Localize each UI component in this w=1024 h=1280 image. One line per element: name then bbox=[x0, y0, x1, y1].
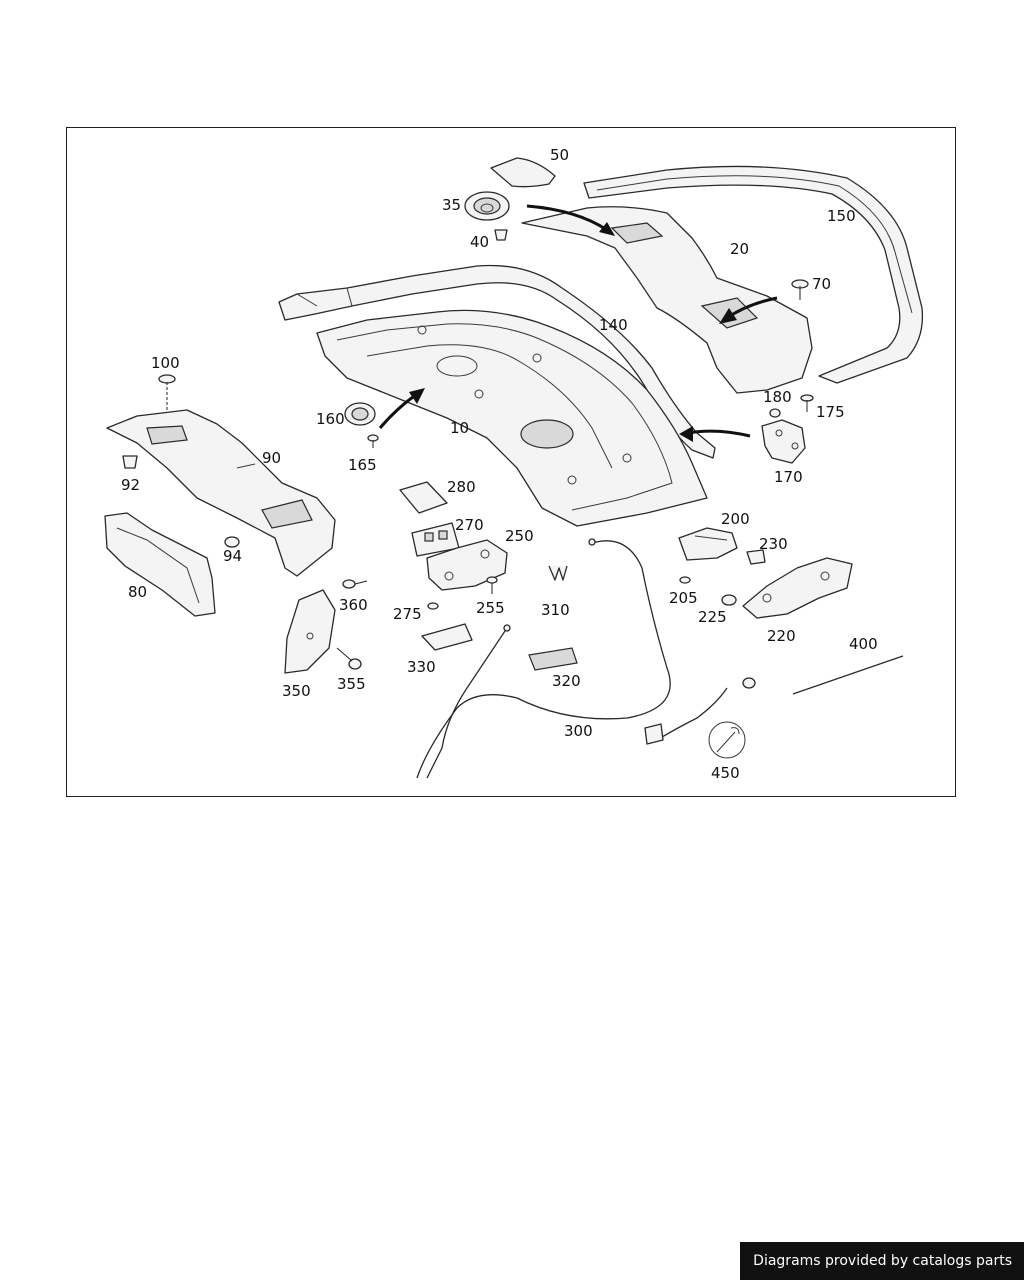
part-180-clip bbox=[769, 408, 781, 418]
part-92-clip bbox=[122, 455, 138, 469]
part-400-rod bbox=[792, 655, 904, 695]
part-170-hinge bbox=[761, 419, 806, 464]
part-280-pad bbox=[399, 481, 448, 514]
part-250-lock bbox=[426, 539, 508, 591]
callout-250: 250 bbox=[505, 527, 534, 545]
callout-150: 150 bbox=[827, 207, 856, 225]
callout-450: 450 bbox=[711, 764, 740, 782]
callout-140: 140 bbox=[599, 316, 628, 334]
callout-330: 330 bbox=[407, 658, 436, 676]
callout-70: 70 bbox=[812, 275, 831, 293]
callout-270: 270 bbox=[455, 516, 484, 534]
callout-175: 175 bbox=[816, 403, 845, 421]
callout-94: 94 bbox=[223, 547, 242, 565]
callout-200: 200 bbox=[721, 510, 750, 528]
part-275-screw bbox=[427, 602, 439, 610]
part-35-speaker bbox=[464, 191, 510, 221]
part-220-latch bbox=[742, 557, 853, 619]
part-350-bracket bbox=[284, 589, 336, 674]
callout-35: 35 bbox=[442, 196, 461, 214]
part-355-bolt bbox=[336, 647, 362, 670]
parts-diagram: 50 35 150 40 20 70 140 100 160 180 175 1… bbox=[104, 146, 924, 782]
callout-400: 400 bbox=[849, 635, 878, 653]
install-arrows bbox=[378, 204, 778, 442]
part-330-bracket bbox=[421, 623, 473, 651]
part-225-grommet bbox=[721, 594, 737, 606]
callout-180: 180 bbox=[763, 388, 792, 406]
credit-text: Diagrams provided by catalogs parts bbox=[753, 1253, 1012, 1269]
part-20-trim-panel bbox=[521, 206, 813, 394]
credit-banner: Diagrams provided by catalogs parts bbox=[740, 1242, 1024, 1280]
callout-320: 320 bbox=[552, 672, 581, 690]
part-90-side-trim bbox=[106, 409, 336, 577]
callout-225: 225 bbox=[698, 608, 727, 626]
callout-350: 350 bbox=[282, 682, 311, 700]
part-165-screw bbox=[367, 434, 379, 448]
part-140-moulding bbox=[278, 264, 716, 459]
callout-20: 20 bbox=[730, 240, 749, 258]
callout-355: 355 bbox=[337, 675, 366, 693]
part-160-grommet bbox=[344, 402, 376, 426]
part-205-screw bbox=[679, 576, 691, 584]
part-230-switch bbox=[746, 549, 766, 565]
part-300-cable bbox=[416, 538, 671, 779]
part-150-weatherstrip bbox=[583, 165, 924, 384]
callout-255: 255 bbox=[476, 599, 505, 617]
callout-100: 100 bbox=[151, 354, 180, 372]
part-100-bolt bbox=[158, 374, 176, 428]
part-70-screw bbox=[791, 279, 809, 300]
callout-160: 160 bbox=[316, 410, 345, 428]
part-10-lid bbox=[316, 309, 708, 527]
callout-360: 360 bbox=[339, 596, 368, 614]
callout-230: 230 bbox=[759, 535, 788, 553]
part-360-screw bbox=[342, 579, 368, 589]
part-255-screw bbox=[486, 576, 498, 594]
callout-80: 80 bbox=[128, 583, 147, 601]
part-94-clip bbox=[224, 536, 240, 548]
callout-220: 220 bbox=[767, 627, 796, 645]
part-80-bracket bbox=[104, 512, 216, 617]
callout-275: 275 bbox=[393, 605, 422, 623]
part-320-pad bbox=[528, 647, 578, 671]
callout-50: 50 bbox=[550, 146, 569, 164]
part-310-clip bbox=[548, 565, 568, 581]
part-50-cover bbox=[490, 157, 556, 188]
callout-40: 40 bbox=[470, 233, 489, 251]
callout-280: 280 bbox=[447, 478, 476, 496]
callout-310: 310 bbox=[541, 601, 570, 619]
callout-300: 300 bbox=[564, 722, 593, 740]
callout-labels: 50 35 150 40 20 70 140 100 160 180 175 1… bbox=[121, 146, 878, 782]
part-450-sensor bbox=[644, 677, 756, 759]
callout-92: 92 bbox=[121, 476, 140, 494]
callout-205: 205 bbox=[669, 589, 698, 607]
part-270-switch bbox=[411, 522, 460, 557]
callout-165: 165 bbox=[348, 456, 377, 474]
callout-170: 170 bbox=[774, 468, 803, 486]
part-175-screw bbox=[800, 394, 814, 412]
part-40-clip bbox=[494, 229, 508, 241]
callout-10: 10 bbox=[450, 419, 469, 437]
parts-diagram-frame: 50 35 150 40 20 70 140 100 160 180 175 1… bbox=[66, 127, 956, 797]
part-200-lock-housing bbox=[678, 527, 738, 561]
callout-90: 90 bbox=[262, 449, 281, 467]
